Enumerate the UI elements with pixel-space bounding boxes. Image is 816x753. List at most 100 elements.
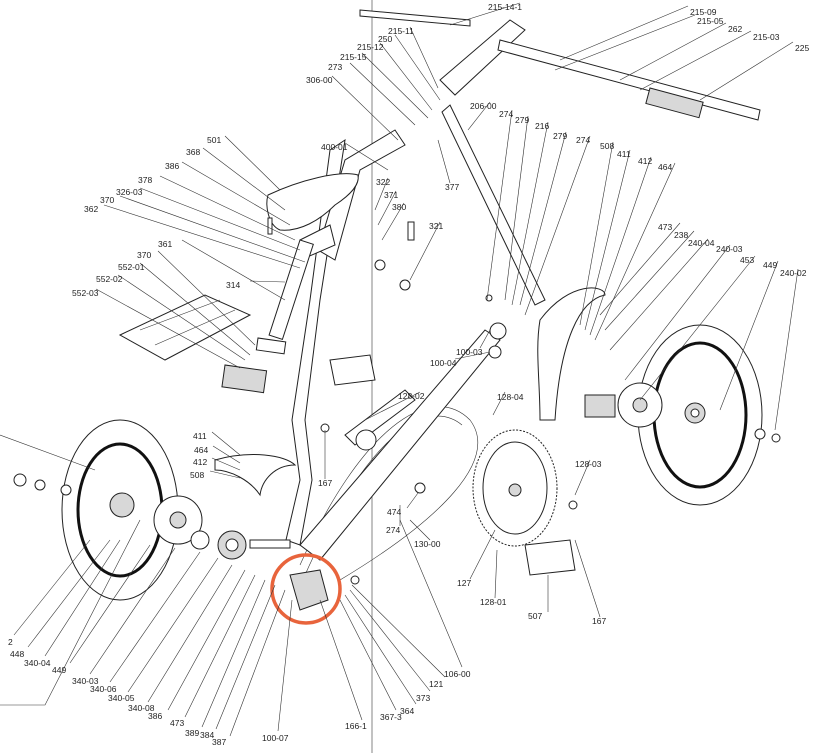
part-label: 215-11: [388, 26, 414, 36]
part-label: 240-02: [780, 268, 807, 278]
part-label: 340-05: [108, 693, 135, 703]
leader-line: [437, 139, 451, 184]
part-label: 378: [138, 175, 152, 185]
part-label: 274: [386, 525, 400, 535]
part-label: 453: [740, 255, 754, 265]
part-label: 449: [763, 260, 777, 270]
leader-line: [157, 250, 256, 346]
leader-line: [639, 255, 756, 401]
part-label: 279: [553, 131, 567, 141]
leader-lines: [13, 2, 799, 737]
leader-line: [719, 260, 779, 411]
part-label: 507: [528, 611, 542, 621]
leader-line: [409, 221, 441, 281]
part-label: 361: [158, 239, 172, 249]
leader-line: [494, 549, 498, 599]
part-label: 412: [193, 457, 207, 467]
leader-line: [374, 177, 389, 211]
leader-line: [95, 288, 241, 369]
leader-line: [339, 599, 397, 711]
part-label: 321: [429, 221, 443, 231]
leader-line: [409, 519, 431, 541]
part-label: 215-14-1: [488, 2, 522, 12]
part-label: 370: [137, 250, 151, 260]
part-label: 508: [190, 470, 204, 480]
front-hub-parts: [584, 394, 781, 443]
leader-line: [699, 41, 794, 101]
leader-line: [469, 529, 496, 580]
leader-line: [209, 470, 241, 479]
part-label: 127: [457, 578, 471, 588]
part-label: 215-12: [357, 42, 384, 52]
leader-line: [117, 274, 246, 361]
part-label: 340-06: [90, 684, 117, 694]
part-label: 167: [592, 616, 606, 626]
leader-line: [511, 121, 549, 306]
leader-line: [599, 222, 681, 316]
part-label: 106-00: [444, 669, 471, 679]
front-fender: [537, 287, 606, 421]
part-label: 362: [84, 204, 98, 214]
part-label: 166-1: [345, 721, 367, 731]
leader-line: [344, 594, 417, 705]
part-label: 216: [535, 121, 549, 131]
leader-line: [504, 115, 529, 301]
leader-line: [211, 457, 241, 471]
part-label: 250: [378, 34, 392, 44]
leader-line: [467, 101, 491, 131]
part-label: 326-03: [116, 187, 143, 197]
part-label: 449: [52, 665, 66, 675]
leader-line: [406, 492, 419, 509]
part-label: 371: [384, 190, 398, 200]
leader-line: [201, 579, 266, 728]
chainring: [472, 429, 558, 547]
part-label: 473: [170, 718, 184, 728]
part-label: 373: [416, 693, 430, 703]
leader-line: [139, 262, 251, 356]
leader-line: [454, 351, 491, 360]
part-label: 240-04: [688, 238, 715, 248]
part-label: 380: [392, 202, 406, 212]
leader-line: [249, 280, 286, 283]
part-label: 215-09: [690, 7, 717, 17]
part-label: 389: [185, 728, 199, 738]
part-label: 100-03: [456, 347, 483, 357]
leader-line: [579, 141, 614, 326]
leader-line: [351, 584, 446, 678]
leader-line: [277, 599, 293, 732]
pedals: [329, 354, 576, 576]
leader-line: [181, 239, 286, 301]
rear-fender: [214, 454, 297, 497]
part-label: 386: [165, 161, 179, 171]
part-label: 206-00: [470, 101, 497, 111]
leader-line: [127, 557, 219, 693]
part-label: 215-15: [340, 52, 367, 62]
part-label: 367-3: [380, 712, 402, 722]
leader-line: [604, 230, 695, 331]
part-label: 411: [617, 149, 631, 159]
dropout-detail: [270, 553, 342, 625]
leader-line: [479, 329, 491, 349]
part-label: 306-00: [306, 75, 333, 85]
part-label: 474: [387, 507, 401, 517]
fork: [441, 104, 546, 306]
disc-rotor: [153, 382, 663, 545]
part-label: 121: [429, 679, 443, 689]
callout-leader: [0, 519, 141, 706]
part-label: 100-04: [430, 358, 457, 368]
leader-line: [224, 135, 281, 191]
seat-post: [268, 239, 314, 341]
part-label: 501: [207, 135, 221, 145]
part-label: 448: [10, 649, 24, 659]
leader-line: [377, 190, 397, 226]
part-label: 128-04: [497, 392, 524, 402]
part-label: 225: [795, 43, 809, 53]
leader-line: [639, 30, 752, 91]
main-frame: [285, 129, 501, 561]
part-label: 473: [658, 222, 672, 232]
leader-line: [229, 589, 286, 737]
leader-line: [519, 131, 567, 306]
part-label: 130-00: [414, 539, 441, 549]
part-label: 377: [445, 182, 459, 192]
